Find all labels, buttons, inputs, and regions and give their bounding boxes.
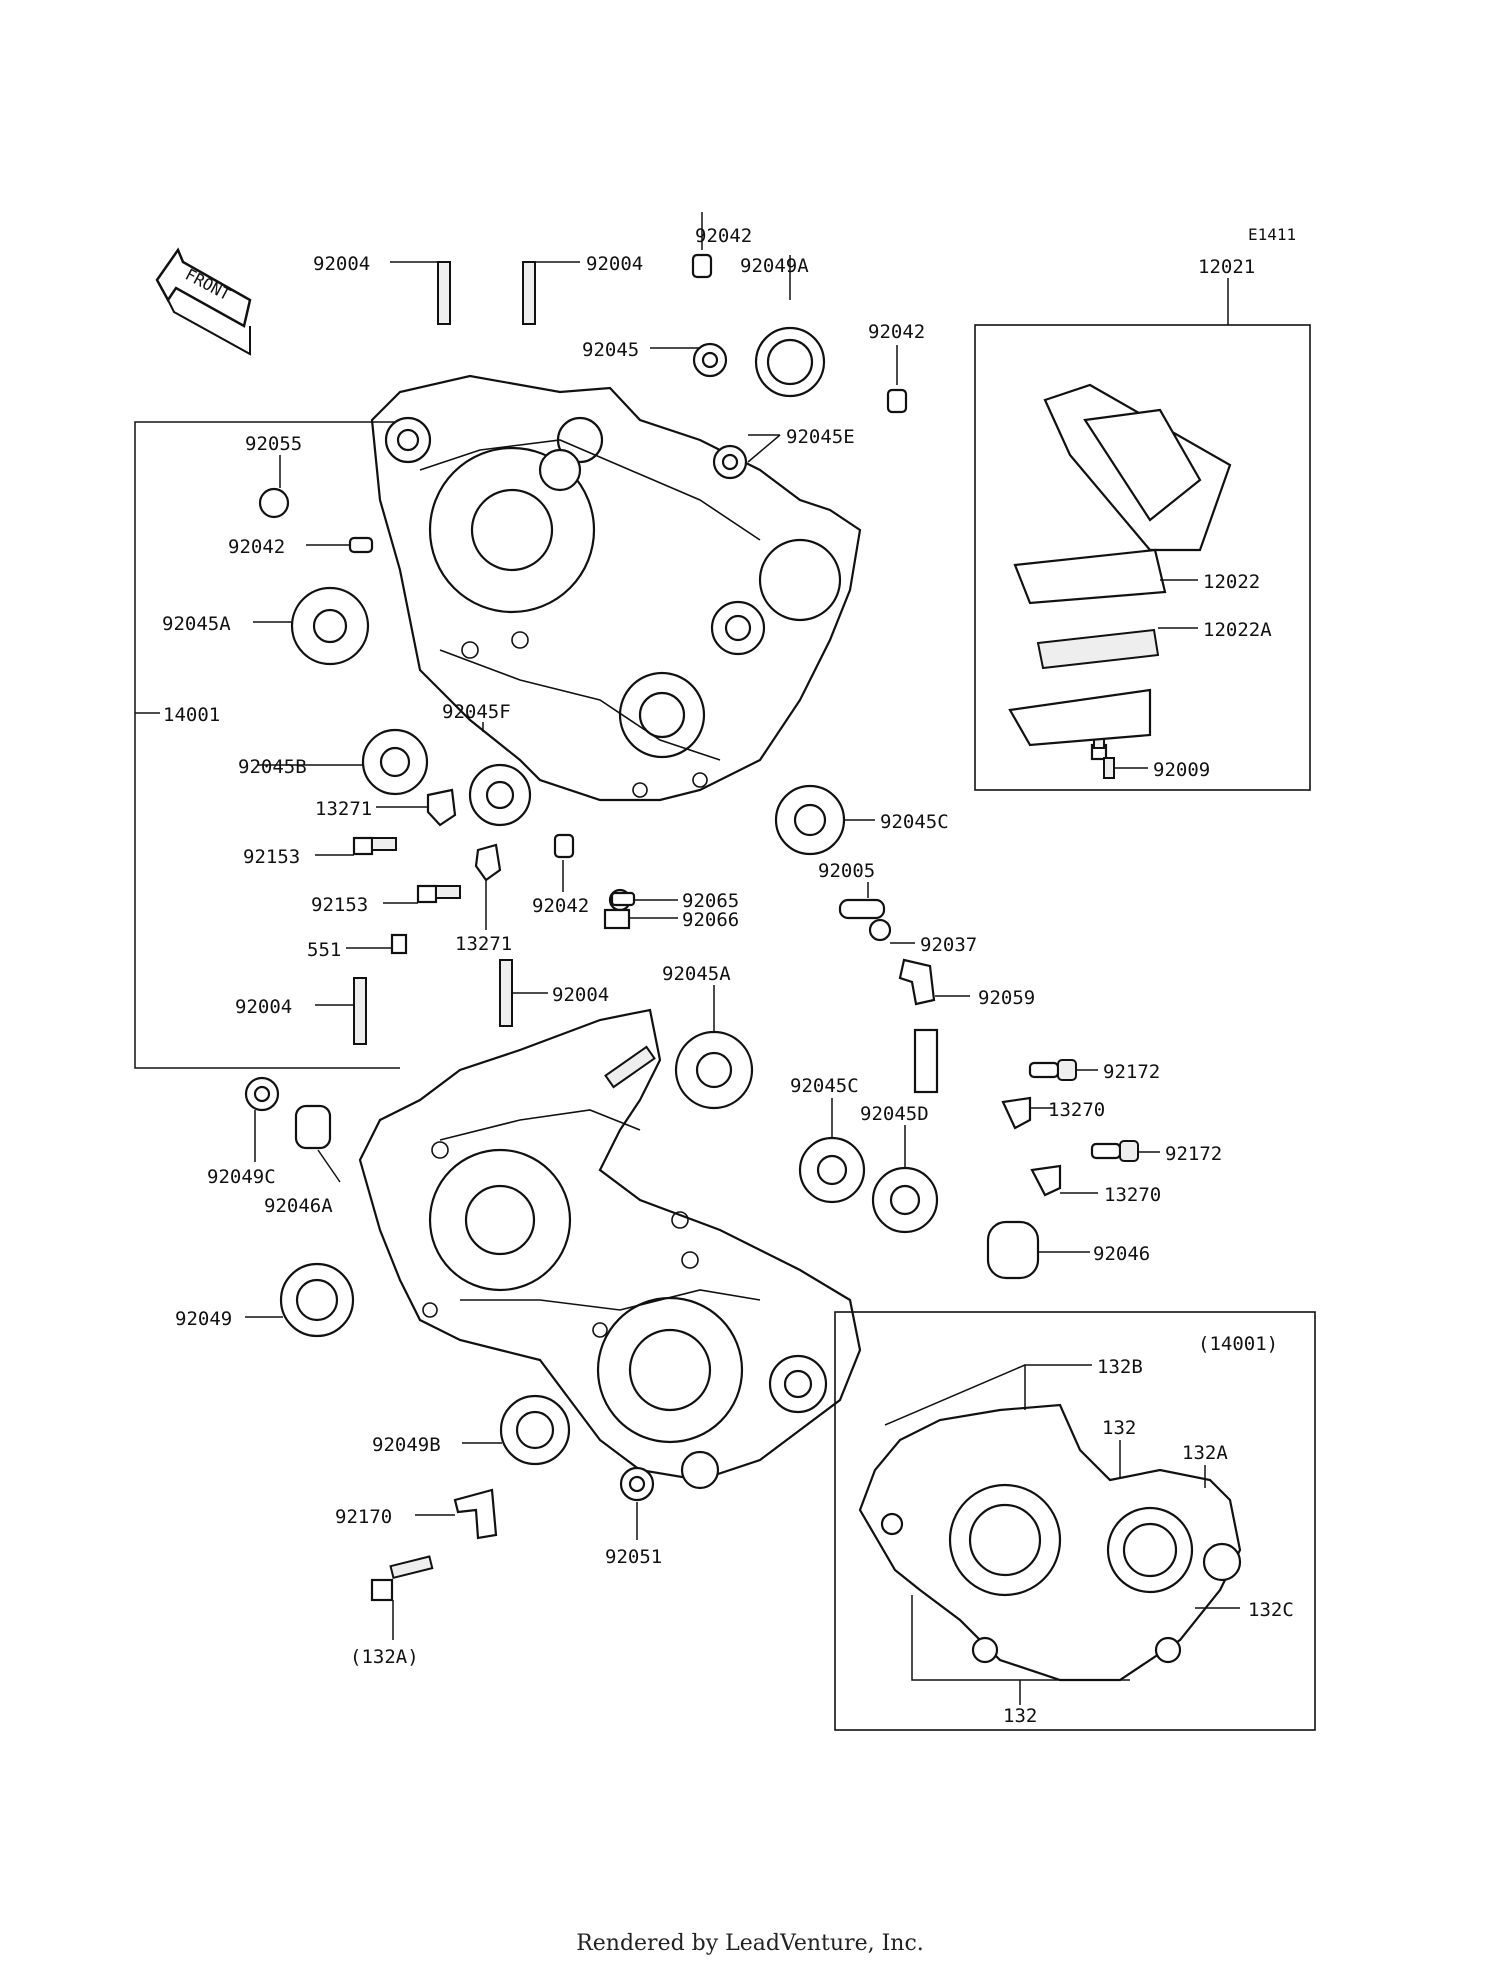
part-label: 92055 xyxy=(245,433,302,455)
part-label: 92045C xyxy=(880,811,949,833)
part-label: 92045D xyxy=(860,1103,929,1125)
part-label: 92172 xyxy=(1165,1143,1222,1165)
part-label: 92049C xyxy=(207,1166,276,1188)
inset-frame xyxy=(834,1311,1316,1731)
footer-credit: Rendered by LeadVenture, Inc. xyxy=(576,1931,924,1956)
part-label: 92153 xyxy=(243,846,300,868)
part-label: 13270 xyxy=(1104,1184,1161,1206)
part-label: 92045A xyxy=(162,613,231,635)
part-label: 92037 xyxy=(920,934,977,956)
part-label: 92049A xyxy=(740,255,809,277)
diagram-code: E1411 xyxy=(1248,225,1296,244)
part-label: 92046 xyxy=(1093,1243,1150,1265)
reed-valve-assembly xyxy=(974,324,1311,791)
part-label: 551 xyxy=(307,939,341,961)
part-label: 132B xyxy=(1097,1356,1143,1378)
part-label: 132 xyxy=(1003,1705,1037,1727)
part-label: 92170 xyxy=(335,1506,392,1528)
stud-bolt-icon xyxy=(353,933,513,1045)
part-label: 92045F xyxy=(442,701,511,723)
dowel-pin-icon xyxy=(348,253,908,859)
leader-lines xyxy=(134,212,1240,1705)
front-arrow-icon: FRONT xyxy=(155,247,252,356)
part-label: 92004 xyxy=(552,984,609,1006)
part-label: 13270 xyxy=(1048,1099,1105,1121)
part-label: 92004 xyxy=(235,996,292,1018)
part-label: 14001 xyxy=(163,704,220,726)
part-label: 12021 xyxy=(1198,256,1255,278)
part-label: 12022 xyxy=(1203,571,1260,593)
breather-hose-icon xyxy=(838,898,939,1094)
part-label: 92049 xyxy=(175,1308,232,1330)
part-label: 92042 xyxy=(695,225,752,247)
bolt-icon xyxy=(352,729,1139,1602)
lower-crankcase-half xyxy=(358,1008,862,1490)
crankcase-bolt-inset: (14001) xyxy=(834,1311,1316,1731)
reed-valve-frame xyxy=(974,324,1311,791)
part-label: 12022A xyxy=(1203,619,1272,641)
stud-bolt-icon xyxy=(437,261,536,325)
part-label: 92042 xyxy=(532,895,589,917)
part-label: 92042 xyxy=(228,536,285,558)
part-label: 92042 xyxy=(868,321,925,343)
part-label: 92051 xyxy=(605,1546,662,1568)
part-label: 92045C xyxy=(790,1075,859,1097)
part-label: 92045A xyxy=(662,963,731,985)
part-label: 132C xyxy=(1248,1599,1294,1621)
part-label: 92004 xyxy=(313,253,370,275)
upper-crankcase-half xyxy=(370,374,862,802)
part-label: 92045B xyxy=(238,756,307,778)
part-label: 92153 xyxy=(311,894,368,916)
part-label: 92005 xyxy=(818,860,875,882)
part-label: 132A xyxy=(1182,1442,1228,1464)
part-label: 132 xyxy=(1102,1417,1136,1439)
inset-title: (14001) xyxy=(1198,1333,1278,1355)
part-label: 92059 xyxy=(978,987,1035,1009)
part-label: 92065 xyxy=(682,890,739,912)
part-label: 92066 xyxy=(682,909,739,931)
part-labels: 92042 92049A 92004 92004 92045 92042 920… xyxy=(162,225,1294,1727)
part-label: 92004 xyxy=(586,253,643,275)
part-label: 13271 xyxy=(455,933,512,955)
part-label: 92009 xyxy=(1153,759,1210,781)
part-label: (132A) xyxy=(350,1646,419,1668)
part-label: 13271 xyxy=(315,798,372,820)
part-label: 92045 xyxy=(582,339,639,361)
part-label: 92049B xyxy=(372,1434,441,1456)
part-label: 92172 xyxy=(1103,1061,1160,1083)
part-label: 92046A xyxy=(264,1195,333,1217)
part-label: 92045E xyxy=(786,426,855,448)
bracket-icon xyxy=(426,788,1062,1540)
